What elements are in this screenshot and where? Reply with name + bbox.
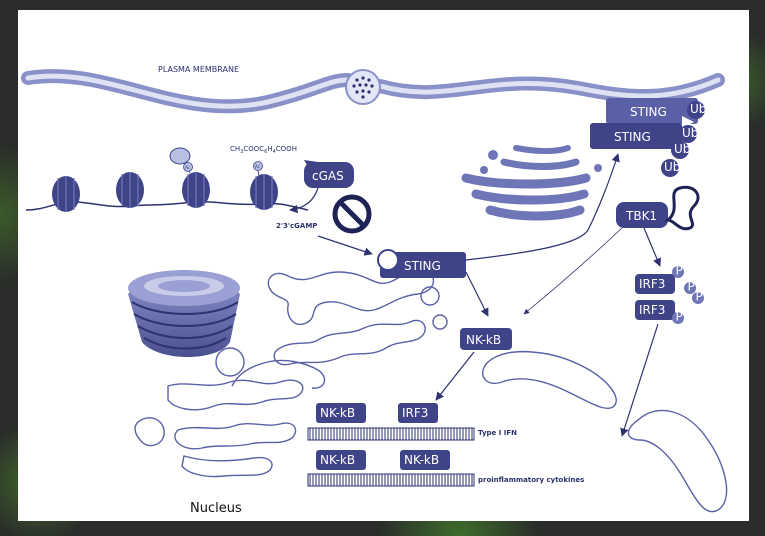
cgas-box: cGAS <box>304 160 354 188</box>
gene-block-cytokines: NK-kB NK-kB <box>307 450 475 487</box>
acetyl-enzyme <box>169 147 191 165</box>
golgi-apparatus <box>461 145 602 221</box>
sting-label-top: STING <box>630 105 667 119</box>
nucleosome <box>52 176 80 212</box>
inhibition-icon <box>332 194 372 234</box>
phosphate-label: P <box>696 290 703 304</box>
ub-label: Ub <box>674 142 690 156</box>
ub-label: Ub <box>664 160 680 174</box>
diagram-canvas: PLASMA MEMBRANE <box>18 10 749 521</box>
acetyl-label: Ac <box>185 165 190 170</box>
cgas-sting-pathway-diagram: PLASMA MEMBRANE <box>21 65 728 516</box>
sting-dimer: STING STING <box>590 98 698 149</box>
tbk1-label: TBK1 <box>625 209 657 223</box>
plasma-membrane <box>21 69 725 114</box>
plasma-membrane-label: PLASMA MEMBRANE <box>158 65 239 74</box>
dna-strand <box>309 428 473 440</box>
organelle-outline <box>482 351 728 513</box>
pore-complex <box>345 69 381 105</box>
sting-box-center: STING <box>377 249 466 278</box>
sting-label-lower: STING <box>614 130 651 144</box>
nucleosome <box>250 174 278 210</box>
nfkb-label-cyt: NK-kB <box>320 453 355 467</box>
nfkb-label-cyt2: NK-kB <box>404 453 439 467</box>
gene-block-ifn: NK-kB IRF3 <box>307 403 475 441</box>
phosphate-label: P <box>676 310 683 324</box>
nucleosome <box>182 172 210 208</box>
nfkb-label: NK-kB <box>466 333 501 347</box>
sting-label: STING <box>404 259 441 273</box>
cgamp-label: 2'3'cGAMP <box>276 222 317 230</box>
ubiquitin-chain: Ub Ub Ub Ub <box>661 101 706 177</box>
irf3-label: IRF3 <box>639 303 665 317</box>
irf3-label: IRF3 <box>639 277 665 291</box>
dna-strand <box>309 474 473 486</box>
type1-ifn-label: Type I IFN <box>478 429 517 437</box>
proinflammatory-label: proinflammatory cytokines <box>478 476 584 484</box>
endoplasmic-reticulum <box>134 267 448 478</box>
nucleosome <box>116 172 144 208</box>
nucleus-label: Nucleus <box>190 501 242 516</box>
acetyl-formula: CH3COOC6H4COOH <box>230 145 297 155</box>
tbk1-box: TBK1 <box>616 185 700 231</box>
acetyl-label: Ac <box>255 164 260 169</box>
chromatin: Ac Ac <box>25 147 309 212</box>
irf3-label-ifn: IRF3 <box>402 406 428 420</box>
nfkb-label-ifn: NK-kB <box>320 406 355 420</box>
cgas-label: cGAS <box>312 169 344 183</box>
phosphate-label: P <box>688 280 695 294</box>
phosphate-label: P <box>676 264 683 278</box>
acetyl-mark <box>253 161 263 171</box>
ub-label: Ub <box>690 102 706 116</box>
nfkb-box: NK-kB <box>460 328 512 350</box>
acetyl-mark <box>183 162 193 172</box>
golgi-3d <box>128 270 245 377</box>
irf3-dimer: IRF3 IRF3 P P P P <box>635 264 704 324</box>
ub-label: Ub <box>682 126 698 140</box>
